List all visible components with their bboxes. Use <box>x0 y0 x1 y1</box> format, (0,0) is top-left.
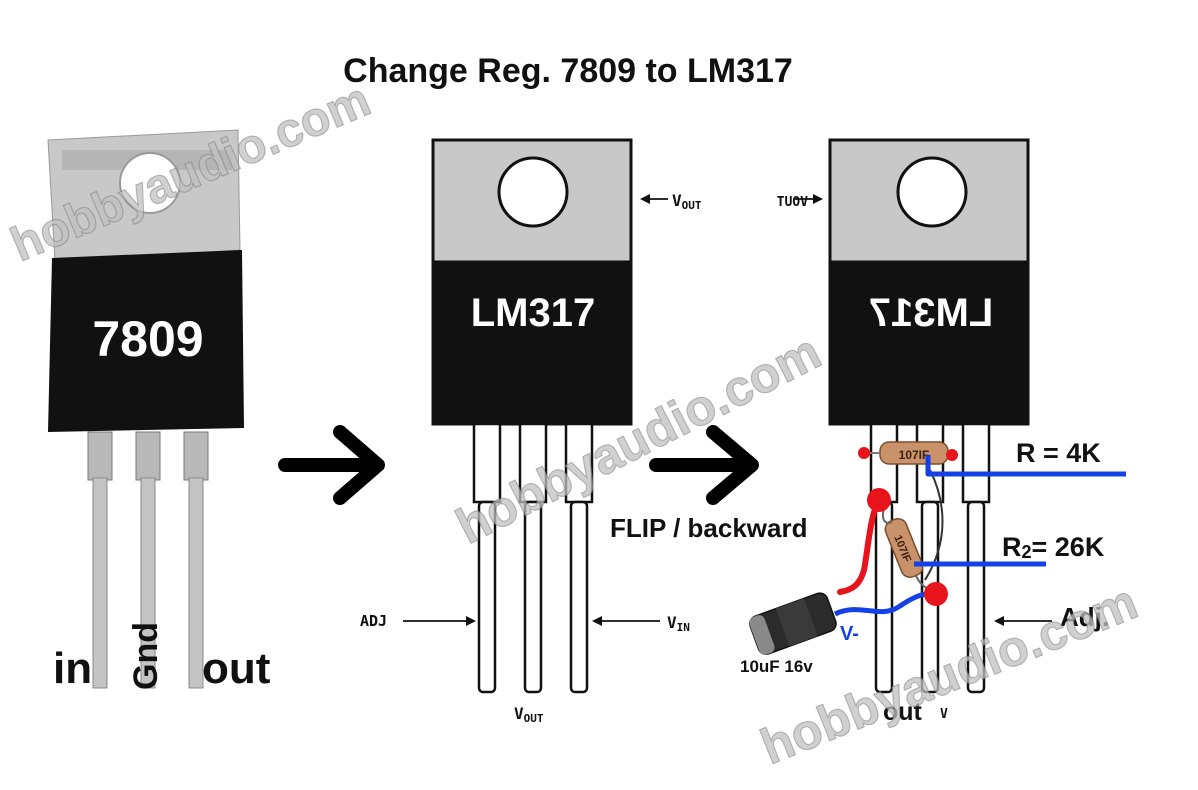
out-v-label: V <box>940 707 948 722</box>
adj-label: Adj. <box>1060 602 1109 632</box>
pin-label-adj: ADJ <box>360 612 387 630</box>
lead-in <box>92 477 108 689</box>
solder-dot-red-bottom <box>924 582 948 606</box>
regulator-lm317: LM317 VOUT ADJ VIN VOUT <box>360 138 702 725</box>
arrow-2 <box>649 425 759 505</box>
pin-label-gnd: Gnd <box>127 622 165 690</box>
regulator-7809: 7809 in Gnd out <box>47 129 271 693</box>
capacitor <box>749 592 837 655</box>
pin-label-out: out <box>202 644 271 693</box>
lead-vout <box>523 500 543 694</box>
wire-r1 <box>925 455 1126 477</box>
capacitor-label: 10uF 16v <box>740 657 813 676</box>
part-number-7809: 7809 <box>92 311 203 367</box>
lead-out <box>188 477 204 689</box>
wire-red <box>837 497 882 595</box>
out-label: out <box>883 698 923 726</box>
lead-adj <box>477 500 497 694</box>
v-minus-label: V- <box>840 623 859 645</box>
resistor-r1-code: 107IF <box>899 448 930 462</box>
body-7809 <box>48 250 244 432</box>
tab-vout-label-mirrored: VOUT <box>777 195 808 210</box>
body-lm317-flipped <box>828 260 1030 426</box>
body-lm317 <box>431 260 633 426</box>
pin-label-in: in <box>53 644 92 693</box>
lead-vin <box>569 500 589 694</box>
page-title: Change Reg. 7809 to LM317 <box>343 52 793 90</box>
pin-label-vout: VOUT <box>514 704 544 725</box>
pin-label-vin: VIN <box>667 613 690 634</box>
solder-dot-r1-right <box>946 449 958 461</box>
part-number-lm317-mirrored: LM317 <box>869 291 994 335</box>
regulator-lm317-flipped: LM317 VOUT Adj. 107IF 107IF <box>610 138 1126 726</box>
arrow-1 <box>278 425 385 505</box>
mounting-hole-lm317-flipped <box>896 156 968 228</box>
flipped-lead-3 <box>966 500 986 694</box>
mounting-hole-lm317 <box>497 156 569 228</box>
solder-dot-red-top <box>867 488 891 512</box>
r1-label: R = 4K <box>1016 438 1101 468</box>
mounting-hole-7809 <box>119 152 181 214</box>
lead-in-top <box>87 431 113 481</box>
solder-dot-r1-left <box>858 447 870 459</box>
tab-vout-label: VOUT <box>672 191 702 212</box>
lead-vin-top <box>564 422 594 504</box>
flipped-lead-3-top <box>961 422 991 504</box>
lead-out-top <box>183 431 209 481</box>
flip-note: FLIP / backward <box>610 513 807 543</box>
part-number-lm317: LM317 <box>471 291 596 335</box>
lead-gnd-top <box>135 431 161 481</box>
resistor-r2: 107IF <box>884 518 924 578</box>
lead-vout-top <box>518 422 548 504</box>
lead-gnd <box>140 477 156 689</box>
r2-label: R2= 26K <box>1002 532 1105 562</box>
